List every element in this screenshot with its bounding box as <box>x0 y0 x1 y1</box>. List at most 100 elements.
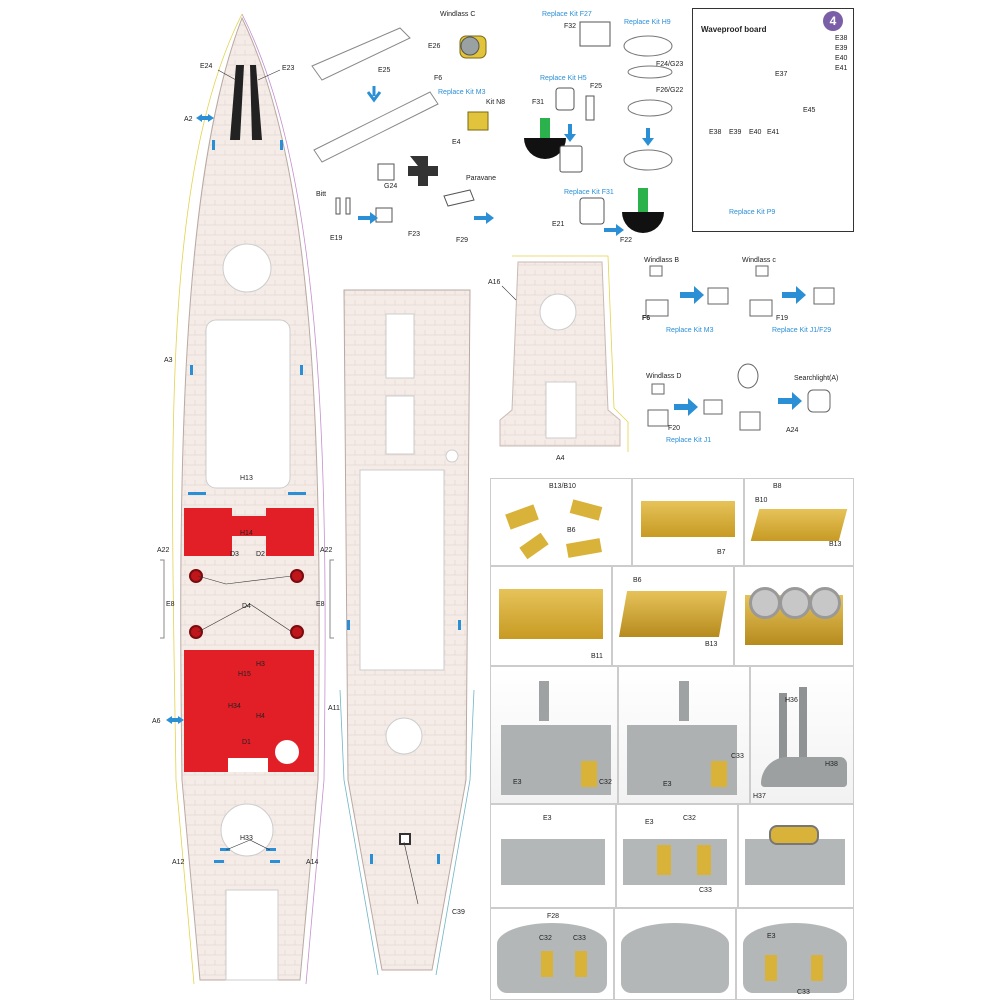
label-b7: B7 <box>717 549 726 556</box>
label-h14: H14 <box>240 530 253 537</box>
label-replace-j1f29: Replace Kit J1/F29 <box>772 327 831 334</box>
label-b13b10: B13/B10 <box>549 483 576 490</box>
label-replace-f31: Replace Kit F31 <box>564 189 614 196</box>
label-a14: A14 <box>306 859 319 866</box>
photo-grid: B13/B10 B6 B7 B8 B10 B13 B11 B6 B13 E3 C… <box>490 478 854 1000</box>
label-e3-p15: E3 <box>767 933 776 940</box>
step-badge: 4 <box>823 11 843 31</box>
label-replace-p9: Replace Kit P9 <box>729 209 776 216</box>
label-b11: B11 <box>591 653 603 660</box>
photo-round-base <box>614 908 736 1000</box>
label-d3: D3 <box>230 551 239 558</box>
label-replace-j1: Replace Kit J1 <box>666 437 711 444</box>
label-f20: F20 <box>668 425 680 432</box>
label-c33-p11: C33 <box>699 887 712 894</box>
photo-rafts <box>734 566 854 666</box>
label-e45: E45 <box>803 107 816 114</box>
label-h37: H37 <box>753 793 766 800</box>
label-h34: H34 <box>228 703 241 710</box>
label-h36: H36 <box>785 697 798 704</box>
photo-h36: H36 H38 H37 <box>750 666 854 804</box>
label-replace-f27: Replace Kit F27 <box>542 11 592 18</box>
top-assembly-area <box>311 21 673 236</box>
label-e37: E37 <box>775 71 788 78</box>
label-a11: A11 <box>328 705 340 712</box>
label-a4: A4 <box>556 455 565 462</box>
label-e38-b: E38 <box>709 129 722 136</box>
label-e3-p11: E3 <box>645 819 654 826</box>
label-a22-left: A22 <box>157 547 170 554</box>
label-e3-p8: E3 <box>663 781 672 788</box>
leader-lines <box>197 69 517 905</box>
photo-e3-c33: E3 C33 <box>618 666 750 804</box>
label-replace-h5: Replace Kit H5 <box>540 75 587 82</box>
photo-b6-b13: B6 B13 <box>612 566 734 666</box>
label-windlass-c2: Windlass c <box>742 257 776 264</box>
photo-e3-c32: E3 C32 <box>490 666 618 804</box>
label-searchlight: Searchlight(A) <box>794 375 838 382</box>
label-h13: H13 <box>240 475 253 482</box>
label-replace-m3: Replace Kit M3 <box>438 89 486 96</box>
label-e38: E38 <box>835 35 848 42</box>
label-a6: A6 <box>152 718 161 725</box>
main-deck-left <box>160 13 334 985</box>
label-replace-h9: Replace Kit H9 <box>624 19 671 26</box>
label-g24: G24 <box>384 183 397 190</box>
label-c32-p7: C32 <box>599 779 612 786</box>
label-h15: H15 <box>238 671 251 678</box>
label-h4: H4 <box>256 713 265 720</box>
label-c33-p15: C33 <box>797 989 810 996</box>
label-e41: E41 <box>835 65 848 72</box>
label-e26: E26 <box>428 43 441 50</box>
label-replace-m3-b: Replace Kit M3 <box>666 327 714 334</box>
label-paravane: Paravane <box>466 175 496 182</box>
label-e40-b: E40 <box>749 129 762 136</box>
label-h3: H3 <box>256 661 265 668</box>
label-b8: B8 <box>773 483 782 490</box>
photo-raft-block <box>738 804 854 908</box>
label-e25: E25 <box>378 67 391 74</box>
label-d1: D1 <box>242 739 251 746</box>
label-e39: E39 <box>835 45 848 52</box>
photo-e3-block: E3 <box>490 804 616 908</box>
label-windlass-b: Windlass B <box>644 257 679 264</box>
label-f28: F28 <box>547 913 560 920</box>
label-e8-right: E8 <box>316 601 325 608</box>
label-e24: E24 <box>200 63 213 70</box>
waveproof-box: Waveproof board 4 E38 E39 E40 E41 E37 E4… <box>692 8 854 232</box>
label-d4: D4 <box>242 603 251 610</box>
label-e41-b: E41 <box>767 129 780 136</box>
label-e39-b: E39 <box>729 129 742 136</box>
label-e23: E23 <box>282 65 295 72</box>
label-windlass-c: Windlass C <box>440 11 475 18</box>
label-f25: F25 <box>590 83 602 90</box>
label-c32-p13: C32 <box>539 935 552 942</box>
label-f22: F22 <box>620 237 632 244</box>
label-f23: F23 <box>408 231 420 238</box>
photo-b8: B8 B10 B13 <box>744 478 854 566</box>
label-d2: D2 <box>256 551 265 558</box>
label-e3-p10: E3 <box>543 815 552 822</box>
windlass-assemblies <box>645 265 835 431</box>
top-labels: Windlass C E26 E25 F6 Replace Kit M3 Kit… <box>316 11 683 244</box>
label-a24: A24 <box>786 427 799 434</box>
label-a22-right: A22 <box>320 547 333 554</box>
label-a16: A16 <box>488 279 501 286</box>
photo-f28: F28 C32 C33 <box>490 908 614 1000</box>
label-e21: E21 <box>552 221 565 228</box>
label-c33-p8: C33 <box>731 753 744 760</box>
label-h38: H38 <box>825 761 838 768</box>
label-f32: F32 <box>564 23 576 30</box>
label-f26g22: F26/G22 <box>656 87 683 94</box>
label-b13-p5: B13 <box>705 641 718 648</box>
windlass-labels: Windlass B F6 Replace Kit M3 Windlass c … <box>642 257 838 444</box>
main-deck-right <box>339 289 475 976</box>
label-bitt: Bitt <box>316 191 326 198</box>
label-a12: A12 <box>172 859 185 866</box>
label-c39: C39 <box>452 909 465 916</box>
photo-e3-c33-round: E3 C33 <box>736 908 854 1000</box>
label-h33: H33 <box>240 835 253 842</box>
label-f31: F31 <box>532 99 544 106</box>
label-e8-left: E8 <box>166 601 175 608</box>
